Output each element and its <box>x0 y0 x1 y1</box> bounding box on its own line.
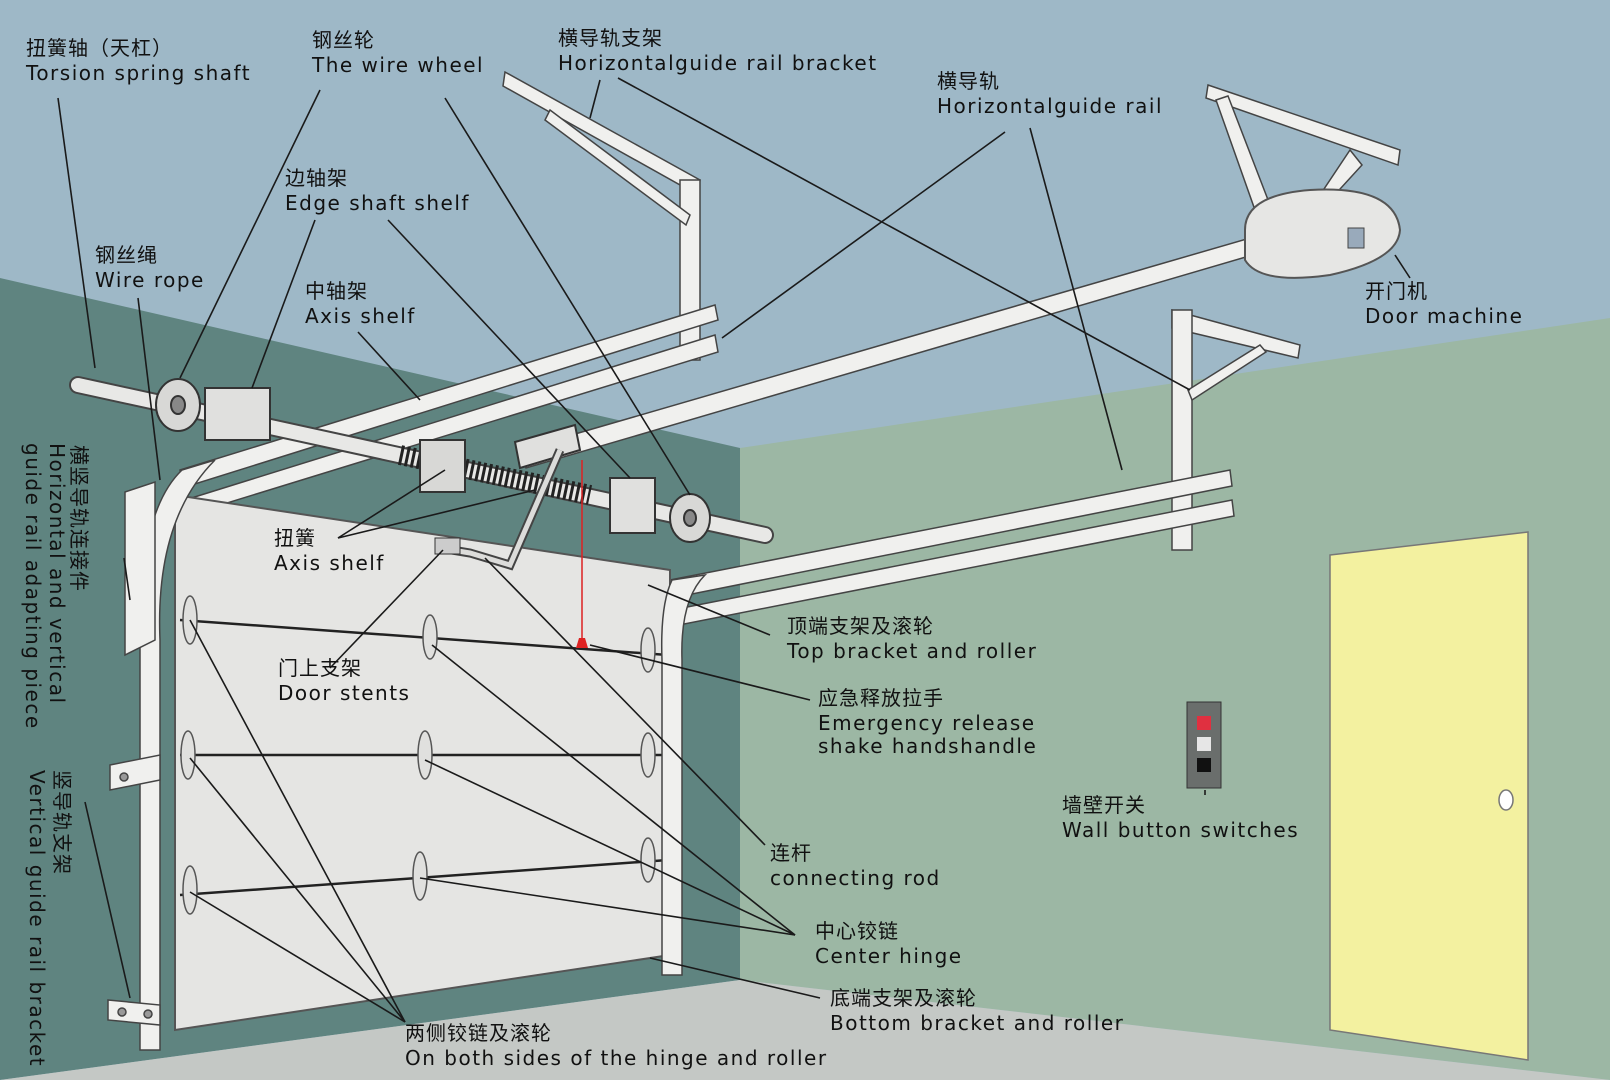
label-connecting-rod: 连杆 connecting rod <box>770 841 941 890</box>
entry-door <box>1329 531 1529 1061</box>
svg-text:Door machine: Door machine <box>1365 304 1523 328</box>
vertical-rail-brackets <box>107 754 161 1026</box>
svg-text:Wire rope: Wire rope <box>95 268 205 292</box>
label-wall-switch: 墙壁开关 Wall button switches <box>1062 793 1299 842</box>
svg-text:中轴架: 中轴架 <box>305 279 368 303</box>
label-spring: 扭簧 Axis shelf <box>274 526 385 575</box>
svg-text:钢丝轮: 钢丝轮 <box>312 28 375 52</box>
leader-lines <box>57 77 1411 1023</box>
label-door-stents: 门上支架 Door stents <box>278 656 410 705</box>
floor <box>0 980 1610 1080</box>
label-wire-wheel: 钢丝轮 The wire wheel <box>311 28 484 77</box>
switch-red-button <box>1197 716 1211 730</box>
opener-bracket <box>1205 84 1401 211</box>
door-machine <box>1244 188 1402 279</box>
door-knob <box>1498 789 1514 811</box>
center-hinges <box>412 614 438 901</box>
svg-text:connecting rod: connecting rod <box>770 866 941 890</box>
svg-text:钢丝绳: 钢丝绳 <box>95 243 158 267</box>
vertical-guide-rails <box>139 459 708 1051</box>
svg-text:Center hinge: Center hinge <box>815 944 963 968</box>
svg-text:Horizontalguide rail: Horizontalguide rail <box>937 94 1163 118</box>
label-top-bracket: 顶端支架及滚轮 Top bracket and roller <box>786 614 1037 663</box>
svg-text:Bottom bracket and roller: Bottom bracket and roller <box>830 1011 1124 1035</box>
svg-text:guide rail adapting piece: guide rail adapting piece <box>21 443 45 730</box>
label-bottom-bracket: 底端支架及滚轮 Bottom bracket and roller <box>830 986 1124 1035</box>
svg-text:Edge shaft shelf: Edge shaft shelf <box>285 191 470 215</box>
label-side-hinge: 两侧铰链及滚轮 On both sides of the hinge and r… <box>405 1021 828 1070</box>
svg-text:Horizontal and vertical: Horizontal and vertical <box>45 443 69 705</box>
svg-text:Vertical guide rail bracket: Vertical guide rail bracket <box>25 770 49 1067</box>
label-door-machine: 开门机 Door machine <box>1365 279 1523 328</box>
svg-text:Torsion spring shaft: Torsion spring shaft <box>25 61 251 85</box>
wall-switch-box <box>1186 701 1222 789</box>
label-wire-rope: 钢丝绳 Wire rope <box>95 243 205 292</box>
svg-text:On both sides of the hinge and: On both sides of the hinge and roller <box>405 1046 828 1070</box>
label-torsion-shaft: 扭簧轴（天杠） Torsion spring shaft <box>25 36 251 85</box>
svg-text:扭簧: 扭簧 <box>274 526 316 550</box>
label-rail-bracket: 横导轨支架 Horizontalguide rail bracket <box>558 26 878 75</box>
label-adapting-piece: 横竖导轨连接件 Horizontal and vertical guide ra… <box>21 443 91 730</box>
svg-text:shake handshandle: shake handshandle <box>818 734 1037 758</box>
svg-text:中心铰链: 中心铰链 <box>815 919 899 943</box>
svg-text:应急释放拉手: 应急释放拉手 <box>818 686 944 710</box>
svg-text:Axis shelf: Axis shelf <box>274 551 385 575</box>
svg-text:The wire wheel: The wire wheel <box>311 53 484 77</box>
label-edge-shaft: 边轴架 Edge shaft shelf <box>285 166 470 215</box>
trolley <box>513 423 582 470</box>
opener-light-icon <box>1347 227 1365 249</box>
release-handle <box>576 638 588 648</box>
svg-text:Wall button switches: Wall button switches <box>1062 818 1299 842</box>
edge-shaft-shelves <box>204 387 656 534</box>
svg-text:竖导轨支架: 竖导轨支架 <box>50 770 74 875</box>
axis-shelf-center <box>419 439 466 493</box>
svg-text:顶端支架及滚轮: 顶端支架及滚轮 <box>787 614 934 638</box>
svg-text:Top bracket and roller: Top bracket and roller <box>786 639 1037 663</box>
svg-text:墙壁开关: 墙壁开关 <box>1062 793 1146 817</box>
svg-text:边轴架: 边轴架 <box>285 166 348 190</box>
svg-text:Horizontalguide rail bracket: Horizontalguide rail bracket <box>558 51 878 75</box>
rail-adapting-piece <box>124 480 156 657</box>
switch-white-button <box>1197 737 1211 751</box>
side-hinges <box>180 595 656 915</box>
switch-black-button <box>1197 758 1211 772</box>
svg-text:开门机: 开门机 <box>1365 279 1428 303</box>
svg-text:两侧铰链及滚轮: 两侧铰链及滚轮 <box>405 1021 552 1045</box>
label-center-hinge: 中心铰链 Center hinge <box>815 919 963 968</box>
door-stent-shape <box>434 537 461 555</box>
svg-text:门上支架: 门上支架 <box>278 656 362 680</box>
label-horizontal-rail: 横导轨 Horizontalguide rail <box>937 69 1163 118</box>
svg-text:横导轨支架: 横导轨支架 <box>558 26 663 50</box>
label-vertical-bracket: 竖导轨支架 Vertical guide rail bracket <box>25 770 74 1067</box>
svg-text:Emergency release: Emergency release <box>818 711 1036 735</box>
svg-text:Door stents: Door stents <box>278 681 410 705</box>
svg-text:Axis shelf: Axis shelf <box>305 304 416 328</box>
label-axis-shelf: 中轴架 Axis shelf <box>305 279 416 328</box>
svg-text:底端支架及滚轮: 底端支架及滚轮 <box>830 986 977 1010</box>
svg-text:横导轨: 横导轨 <box>937 69 1000 93</box>
label-emergency: 应急释放拉手 Emergency release shake handshand… <box>818 686 1037 758</box>
svg-text:横竖导轨连接件: 横竖导轨连接件 <box>67 445 91 592</box>
svg-text:扭簧轴（天杠）: 扭簧轴（天杠） <box>26 36 173 60</box>
svg-text:连杆: 连杆 <box>770 841 812 865</box>
